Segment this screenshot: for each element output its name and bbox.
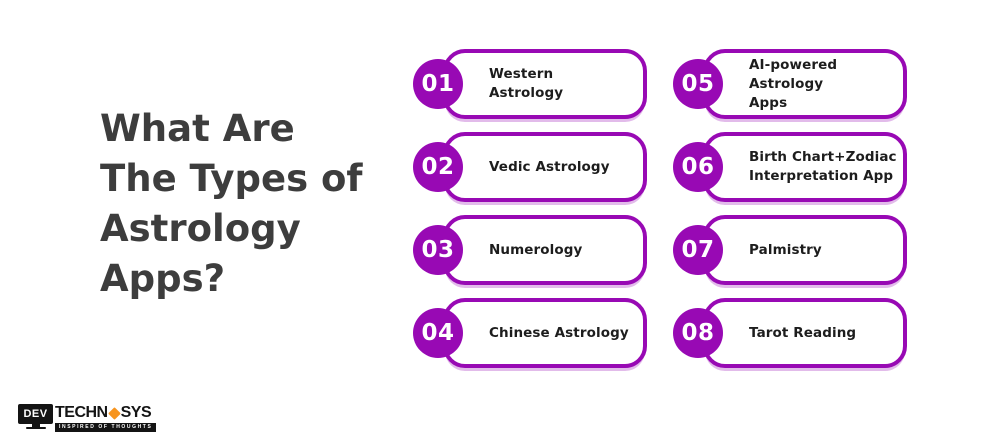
number-badge: 05 — [673, 59, 723, 109]
number-badge: 03 — [413, 225, 463, 275]
card-body: AI-powered Astrology Apps — [703, 49, 907, 119]
monitor-stand — [31, 424, 40, 427]
card-label: Palmistry — [749, 241, 822, 258]
card-tarot-reading: 08 Tarot Reading — [673, 298, 907, 368]
logo-wordmark: TECHN SYS — [55, 404, 156, 422]
logo-wordmark-block: TECHN SYS INSPIRED OF THOUGHTS — [55, 404, 157, 432]
card-body: Vedic Astrology — [443, 132, 647, 202]
number-badge: 02 — [413, 142, 463, 192]
card-birth-chart-zodiac: 06 Birth Chart+Zodiac Interpretation App — [673, 132, 907, 202]
card-vedic-astrology: 02 Vedic Astrology — [413, 132, 647, 202]
monitor-screen-text: DEV — [18, 404, 53, 424]
card-label: Numerology — [489, 241, 583, 258]
card-label: AI-powered Astrology Apps — [749, 56, 838, 111]
number-badge: 07 — [673, 225, 723, 275]
logo-text-techn: TECHN — [55, 404, 108, 421]
card-label: Birth Chart+Zodiac Interpretation App — [749, 149, 897, 184]
cards-column-right: 05 AI-powered Astrology Apps 06 Birth Ch… — [673, 49, 907, 368]
card-label: Chinese Astrology — [489, 324, 629, 341]
diamond-icon — [107, 406, 121, 420]
card-palmistry: 07 Palmistry — [673, 215, 907, 285]
card-numerology: 03 Numerology — [413, 215, 647, 285]
number-badge: 06 — [673, 142, 723, 192]
card-label: Western Astrology — [489, 66, 564, 101]
logo-text-sys: SYS — [120, 404, 152, 421]
page-title: What Are The Types of Astrology Apps? — [100, 107, 363, 300]
logo-tagline: INSPIRED OF THOUGHTS — [55, 423, 157, 432]
number-badge: 01 — [413, 59, 463, 109]
card-body: Chinese Astrology — [443, 298, 647, 368]
card-body: Western Astrology — [443, 49, 647, 119]
number-badge: 04 — [413, 308, 463, 358]
cards-column-left: 01 Western Astrology 02 Vedic Astrology … — [413, 49, 647, 368]
dev-technosys-logo: DEV TECHN SYS INSPIRED OF THOUGHTS — [18, 404, 157, 432]
number-badge: 08 — [673, 308, 723, 358]
card-chinese-astrology: 04 Chinese Astrology — [413, 298, 647, 368]
card-body: Palmistry — [703, 215, 907, 285]
card-label: Tarot Reading — [749, 324, 857, 341]
card-western-astrology: 01 Western Astrology — [413, 49, 647, 119]
card-body: Birth Chart+Zodiac Interpretation App — [703, 132, 907, 202]
card-ai-powered-astrology-apps: 05 AI-powered Astrology Apps — [673, 49, 907, 119]
monitor-icon: DEV — [18, 404, 53, 429]
card-body: Numerology — [443, 215, 647, 285]
card-body: Tarot Reading — [703, 298, 907, 368]
card-label: Vedic Astrology — [489, 158, 610, 175]
monitor-base — [25, 427, 46, 429]
